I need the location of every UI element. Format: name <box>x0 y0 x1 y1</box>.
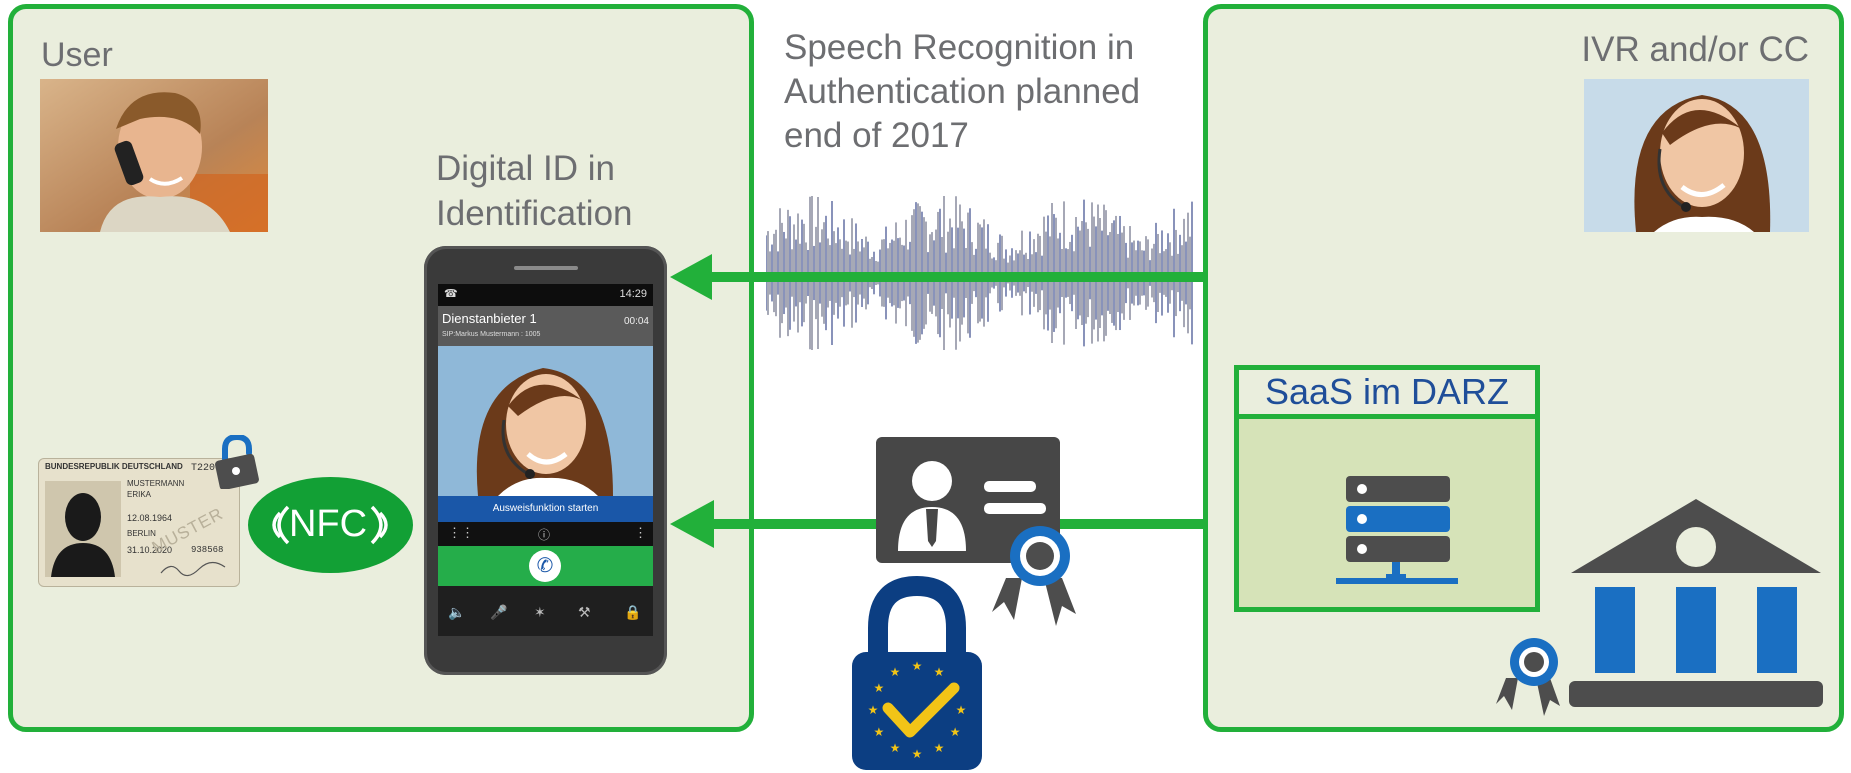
ivr-title: IVR and/or CC <box>1581 30 1809 69</box>
digital-id-label-line2: Identification <box>436 194 633 233</box>
speaker-icon[interactable]: 🔈 <box>448 604 466 620</box>
eu-star: ★ <box>934 665 945 679</box>
nfc-label: NFC <box>288 503 368 545</box>
ausweisfunktion-button-label: Ausweisfunktion starten <box>492 503 599 514</box>
bank-badge-icon <box>1496 634 1562 724</box>
user-title: User <box>41 36 113 74</box>
speech-caption-line3: end of 2017 <box>784 116 969 155</box>
eu-star: ★ <box>934 741 945 755</box>
nfc-waves-right <box>370 505 388 545</box>
caller-sub: SIP:Markus Mustermann : 1005 <box>442 331 541 338</box>
id-card-pob: BERLIN <box>127 529 156 538</box>
user-photo <box>40 79 268 232</box>
eu-star: ★ <box>956 703 967 717</box>
phone-screen: 14:29 ☎ Dienstanbieter 1 00:04 SIP:Marku… <box>438 284 653 636</box>
id-card-header: BUNDESREPUBLIK DEUTSCHLAND <box>45 462 183 471</box>
caller-header: Dienstanbieter 1 00:04 SIP:Markus Muster… <box>438 306 653 346</box>
info-icon[interactable]: ⓘ <box>538 528 551 542</box>
eu-star: ★ <box>890 741 901 755</box>
eu-star: ★ <box>950 725 961 739</box>
saas-header: SaaS im DARZ <box>1239 370 1535 419</box>
eu-star: ★ <box>890 665 901 679</box>
dialpad-icon[interactable]: ⋮⋮ <box>448 525 474 540</box>
hangup-bar[interactable]: ✆ <box>438 546 653 586</box>
speech-caption-line2: Authentication planned <box>784 72 1141 111</box>
digital-id-label: Digital ID in Identification <box>436 146 633 236</box>
ausweisfunktion-button[interactable]: Ausweisfunktion starten <box>438 496 653 522</box>
call-controls-row: ⋮⋮ ⓘ ⋮ <box>438 522 653 546</box>
eu-star: ★ <box>874 725 885 739</box>
padlock-icon[interactable]: 🔒 <box>624 604 642 620</box>
nfc-icon <box>272 505 290 545</box>
phone-handset-icon[interactable]: ✆ <box>529 550 561 582</box>
more-icon[interactable]: ⋮ <box>634 525 647 540</box>
agent-photo <box>1584 79 1809 232</box>
saas-title: SaaS im DARZ <box>1264 371 1510 412</box>
bank-icon <box>1567 497 1825 712</box>
agent-video <box>438 346 653 496</box>
certificate-icon <box>876 437 1060 563</box>
badge-icon <box>992 520 1076 632</box>
signature-mark <box>160 561 226 577</box>
phone-speaker <box>514 266 578 270</box>
id-card-surname: MUSTERMANN <box>127 479 185 488</box>
speech-caption-line1: Speech Recognition in <box>784 28 1135 67</box>
id-card-dob: 12.08.1964 <box>127 513 173 523</box>
id-card: BUNDESREPUBLIK DEUTSCHLAND T22000 MUSTER… <box>38 458 240 587</box>
bottom-icons-row: 🔈 🎤 ✶ ⚒ 🔒 <box>438 596 653 632</box>
settings-icon[interactable]: ⚒ <box>578 604 591 620</box>
eu-star: ★ <box>912 747 923 761</box>
lock-icon <box>213 435 261 489</box>
eu-lock-icon: ★★★★★★★★★★★★ <box>850 576 984 773</box>
bluetooth-icon[interactable]: ✶ <box>534 604 546 620</box>
status-time: 14:29 <box>619 288 647 300</box>
id-card-number: T22000 <box>191 463 228 474</box>
id-card-given-name: ERIKA <box>127 490 152 499</box>
id-card-portrait <box>45 481 121 577</box>
call-timer: 00:04 <box>623 316 649 327</box>
id-card-can: 938568 <box>191 545 224 555</box>
status-bar: 14:29 ☎ <box>438 284 653 306</box>
id-card-expiry: 31.10.2020 <box>127 545 173 555</box>
smartphone: 14:29 ☎ Dienstanbieter 1 00:04 SIP:Marku… <box>424 246 667 675</box>
speech-caption: Speech Recognition in Authentication pla… <box>784 26 1140 158</box>
eu-star: ★ <box>912 659 923 673</box>
mute-icon[interactable]: 🎤 <box>490 604 508 620</box>
nfc-badge: NFC <box>248 477 413 573</box>
caller-name: Dienstanbieter 1 <box>442 311 537 326</box>
eu-star: ★ <box>868 703 879 717</box>
server-icon <box>1334 474 1460 588</box>
eu-star: ★ <box>874 681 885 695</box>
call-status-icon: ☎ <box>444 288 458 300</box>
digital-id-label-line1: Digital ID in <box>436 149 615 188</box>
